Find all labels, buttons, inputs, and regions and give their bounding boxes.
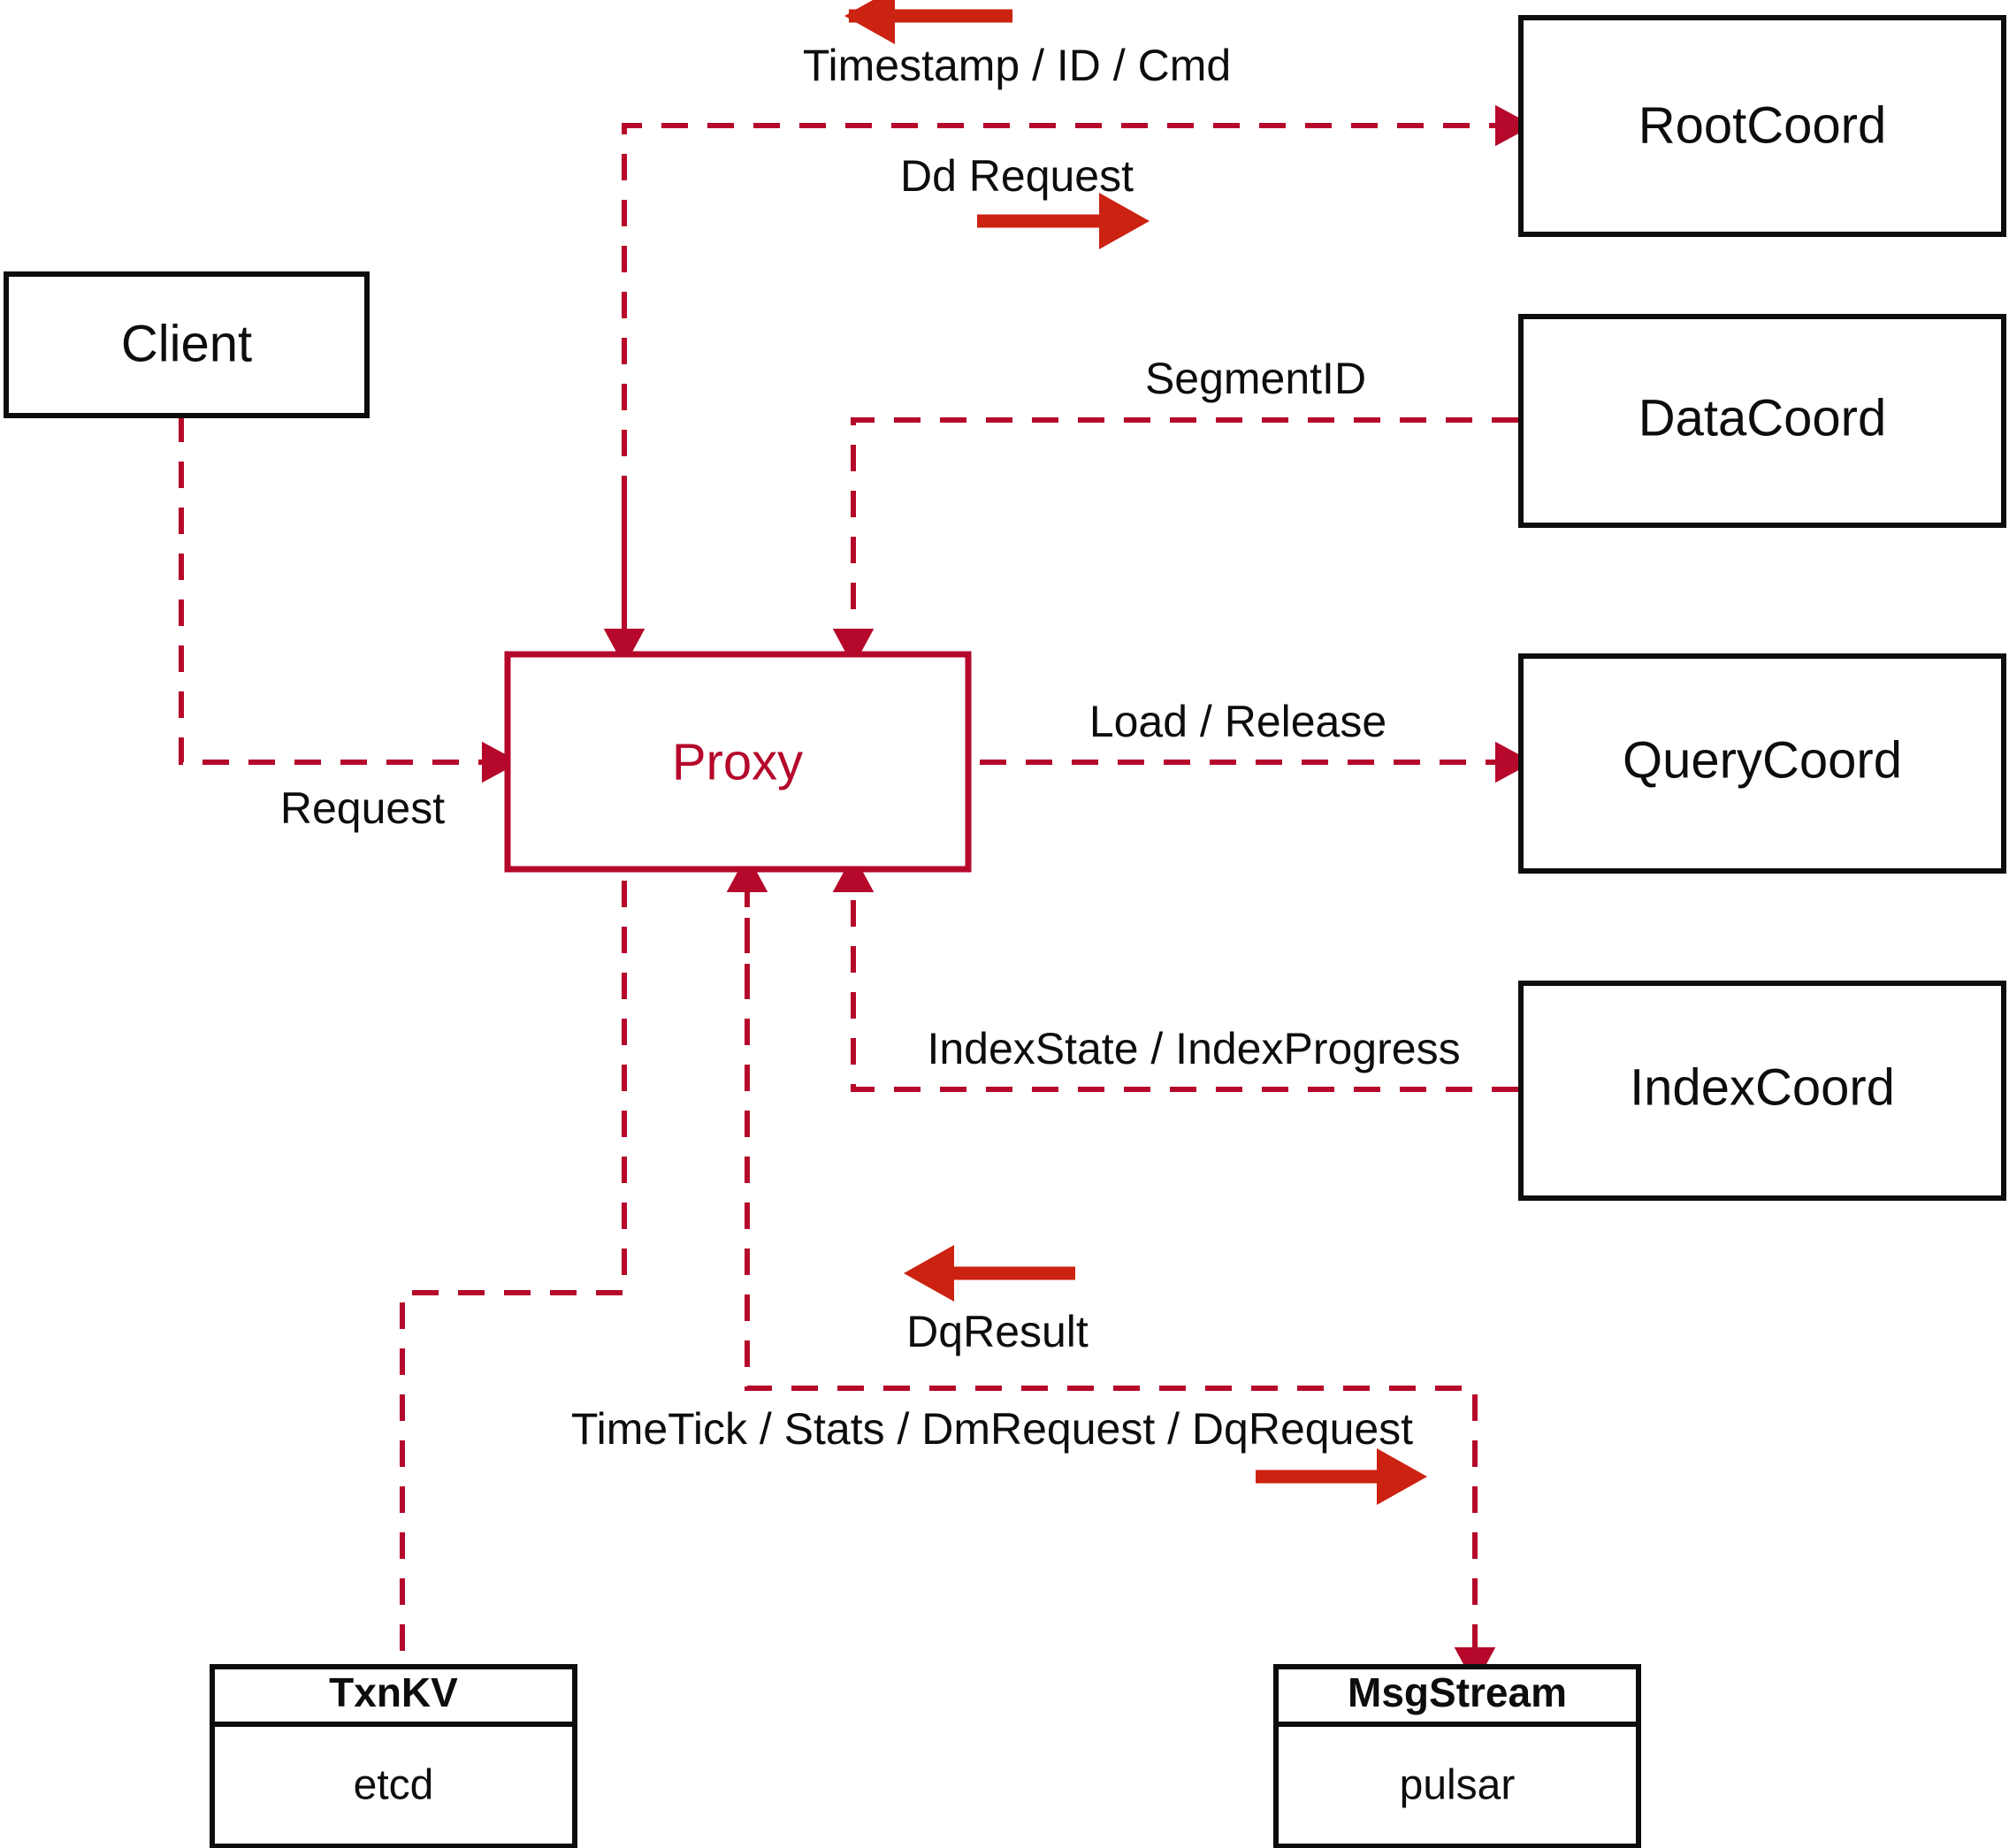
node-rootcoord-label: RootCoord [1639, 96, 1886, 154]
node-datacoord[interactable]: DataCoord [1518, 314, 2006, 528]
node-txnkv-impl: etcd [354, 1762, 434, 1809]
node-txnkv-title: TxnKV [329, 1669, 458, 1715]
edge-proxy-to-rootcoord [622, 104, 1533, 640]
edge-label-load-release: Load / Release [1089, 697, 1386, 746]
edge-label-timestamp-id-cmd: Timestamp / ID / Cmd [803, 41, 1231, 90]
node-msgstream-title: MsgStream [1348, 1669, 1567, 1715]
node-indexcoord-label: IndexCoord [1630, 1058, 1895, 1116]
node-client-label: Client [121, 315, 252, 372]
node-txnkv[interactable]: TxnKV etcd [210, 1664, 577, 1848]
node-msgstream-impl: pulsar [1400, 1762, 1516, 1809]
node-indexcoord[interactable]: IndexCoord [1518, 981, 2006, 1201]
node-msgstream[interactable]: MsgStream pulsar [1273, 1664, 1641, 1848]
edge-indexcoord-to-proxy [832, 854, 1518, 1092]
node-rootcoord[interactable]: RootCoord [1518, 15, 2006, 237]
node-proxy-label: Proxy [672, 733, 803, 790]
direction-arrow-timetick [1256, 1448, 1427, 1505]
edge-label-index-state-progress: IndexState / IndexProgress [927, 1024, 1460, 1073]
edge-client-to-proxy [179, 416, 520, 783]
node-datacoord-label: DataCoord [1639, 389, 1886, 447]
edge-label-timetick-stats: TimeTick / Stats / DmRequest / DqRequest [571, 1404, 1413, 1454]
edge-label-request: Request [280, 783, 445, 833]
edge-label-dd-request: Dd Request [900, 151, 1134, 201]
edge-datacoord-to-proxy [832, 417, 1518, 667]
direction-arrow-dd-request [977, 193, 1150, 249]
node-client[interactable]: Client [4, 271, 370, 418]
edge-label-dq-result: DqResult [906, 1307, 1089, 1356]
edge-proxy-to-txnkv [400, 881, 627, 1664]
node-querycoord-label: QueryCoord [1623, 731, 1902, 789]
edge-label-segment-id: SegmentID [1145, 354, 1366, 403]
edge-proxy-to-msgstream [745, 881, 1496, 1685]
direction-arrow-timestamp [844, 0, 1012, 44]
node-proxy[interactable]: Proxy [504, 651, 972, 873]
direction-arrow-dqresult [904, 1245, 1075, 1302]
node-querycoord[interactable]: QueryCoord [1518, 653, 2006, 874]
